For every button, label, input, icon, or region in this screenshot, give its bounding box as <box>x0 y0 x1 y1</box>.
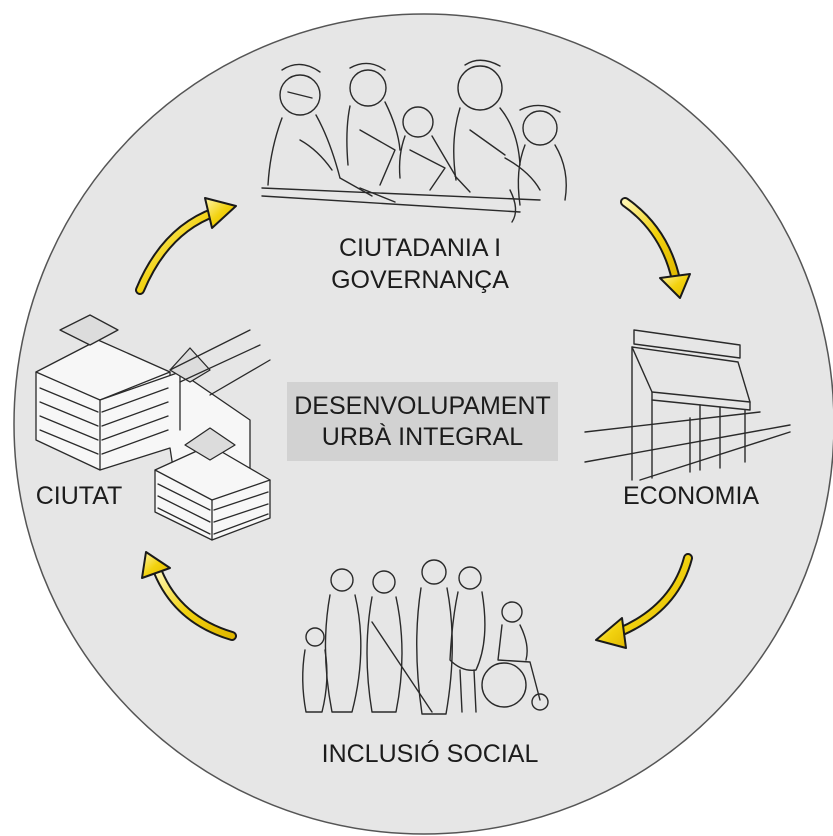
people-working-sketch-icon <box>261 59 567 223</box>
node-label-economia: ECONOMIA <box>622 482 760 510</box>
node-label-inclusio-social: INCLUSIÓ SOCIAL <box>321 740 539 768</box>
building-sketch-icon <box>35 314 271 541</box>
storefront-sketch-icon <box>584 329 791 481</box>
node-label-ciutat: CIUTAT <box>35 482 123 510</box>
arrow-economia-to-inclusio <box>595 553 693 649</box>
node-label-ciutadania: CIUTADANIA I GOVERNANÇA <box>300 232 540 296</box>
people-silhouettes-icon <box>302 559 549 715</box>
arrow-ciutadania-to-economia <box>620 197 691 299</box>
center-title-line1: DESENVOLUPAMENT <box>294 391 551 420</box>
node-label-ciutadania-line2: GOVERNANÇA <box>331 266 509 294</box>
arrow-ciutat-to-ciutadania <box>135 197 237 295</box>
arrow-inclusio-to-ciutat <box>141 551 237 641</box>
node-label-ciutadania-line1: CIUTADANIA I <box>338 234 502 262</box>
center-title-line2: URBÀ INTEGRAL <box>321 422 524 451</box>
center-title-box: DESENVOLUPAMENT URBÀ INTEGRAL <box>287 382 558 461</box>
